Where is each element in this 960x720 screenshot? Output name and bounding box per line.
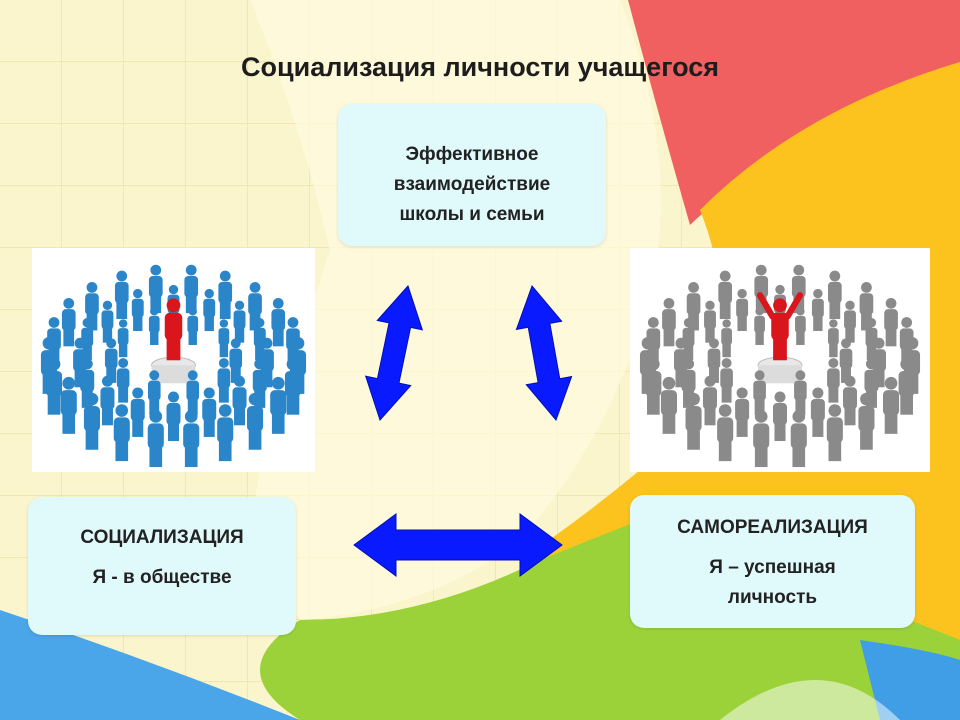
person-icon [839, 338, 853, 383]
person-icon [184, 264, 199, 314]
person-icon [827, 358, 840, 403]
person-icon [147, 410, 164, 468]
person-icon [202, 387, 217, 437]
person-icon [702, 375, 717, 426]
pedestal-base-icon [758, 365, 802, 384]
top-box-line-2: взаимодействие [393, 174, 551, 195]
person-icon [773, 391, 787, 442]
person-icon [828, 319, 839, 358]
person-icon [686, 282, 701, 331]
family-school-interaction-box: Эффективное взаимодействие школы и семьи [338, 104, 606, 246]
crowd-illustration-left [32, 248, 315, 472]
person-icon [810, 387, 825, 437]
person-icon [754, 264, 769, 314]
person-icon [116, 358, 130, 403]
person-icon [735, 387, 750, 437]
right-box-text-1: Я – успешная [709, 557, 836, 578]
person-icon [794, 370, 807, 415]
person-icon [721, 319, 732, 358]
socialization-box: СОЦИАЛИЗАЦИЯ Я - в обществе [28, 497, 296, 635]
person-icon [859, 282, 874, 331]
slide-title: Социализация личности учащегося [241, 52, 719, 82]
person-icon [60, 376, 77, 434]
person-icon [148, 307, 160, 345]
person-icon [113, 404, 130, 462]
person-icon [218, 270, 233, 320]
person-icon [81, 318, 94, 361]
self-realization-box: САМОРЕАЛИЗАЦИЯ Я – успешная личность [630, 495, 915, 628]
person-icon [707, 338, 721, 383]
person-icon [791, 264, 806, 314]
person-icon [811, 288, 824, 332]
person-icon [186, 370, 200, 415]
person-icon [753, 370, 766, 415]
left-box-heading: СОЦИАЛИЗАЦИЯ [80, 527, 244, 548]
person-icon [45, 357, 63, 415]
person-icon [844, 300, 856, 343]
person-icon [827, 270, 842, 320]
person-icon [884, 297, 898, 347]
right-box-text-2: личность [727, 587, 818, 608]
person-icon [795, 307, 806, 345]
person-icon [246, 392, 264, 450]
person-icon [218, 319, 230, 358]
top-box-line-1: Эффективное [405, 144, 539, 165]
person-icon [790, 410, 807, 468]
person-icon [754, 307, 765, 345]
person-icon [858, 392, 875, 450]
person-icon [187, 307, 199, 345]
person-icon [61, 297, 76, 347]
person-icon [898, 357, 915, 415]
person-icon [826, 404, 843, 462]
person-icon [229, 338, 243, 383]
right-box-heading: САМОРЕАЛИЗАЦИЯ [677, 517, 868, 538]
person-icon [166, 391, 181, 442]
person-icon [718, 270, 733, 320]
person-icon [753, 410, 770, 468]
person-icon [148, 264, 163, 314]
person-icon [217, 358, 231, 403]
person-icon [660, 376, 678, 434]
person-icon [203, 288, 216, 332]
person-icon [233, 300, 246, 343]
person-icon [114, 270, 129, 320]
person-icon [284, 357, 302, 415]
person-icon [736, 288, 749, 332]
person-icon [662, 297, 676, 347]
pedestal-base-icon [151, 365, 196, 384]
person-icon [101, 300, 114, 343]
person-icon [83, 392, 101, 450]
person-icon [130, 387, 145, 437]
person-icon [217, 404, 234, 462]
left-box-text: Я - в обществе [92, 567, 232, 588]
person-icon [117, 319, 129, 358]
person-icon [270, 376, 287, 434]
person-icon [232, 375, 247, 426]
crowd-gray-people-icon [639, 264, 921, 468]
crowd-illustration-right [630, 248, 930, 472]
person-icon [164, 298, 183, 361]
person-icon [271, 297, 286, 347]
person-icon [645, 357, 662, 415]
person-icon [704, 300, 716, 343]
person-icon [882, 376, 900, 434]
crowd-blue-people-icon [40, 264, 307, 468]
person-icon [147, 370, 161, 415]
person-icon [131, 288, 144, 332]
person-icon [100, 375, 115, 426]
person-icon [756, 292, 804, 361]
person-icon [843, 375, 858, 426]
person-icon [720, 358, 733, 403]
person-icon [104, 338, 118, 383]
person-icon [248, 282, 262, 331]
person-icon [85, 282, 99, 331]
person-icon [685, 392, 702, 450]
person-icon [717, 404, 734, 462]
top-box-line-3: школы и семьи [399, 204, 545, 225]
person-icon [183, 410, 200, 468]
